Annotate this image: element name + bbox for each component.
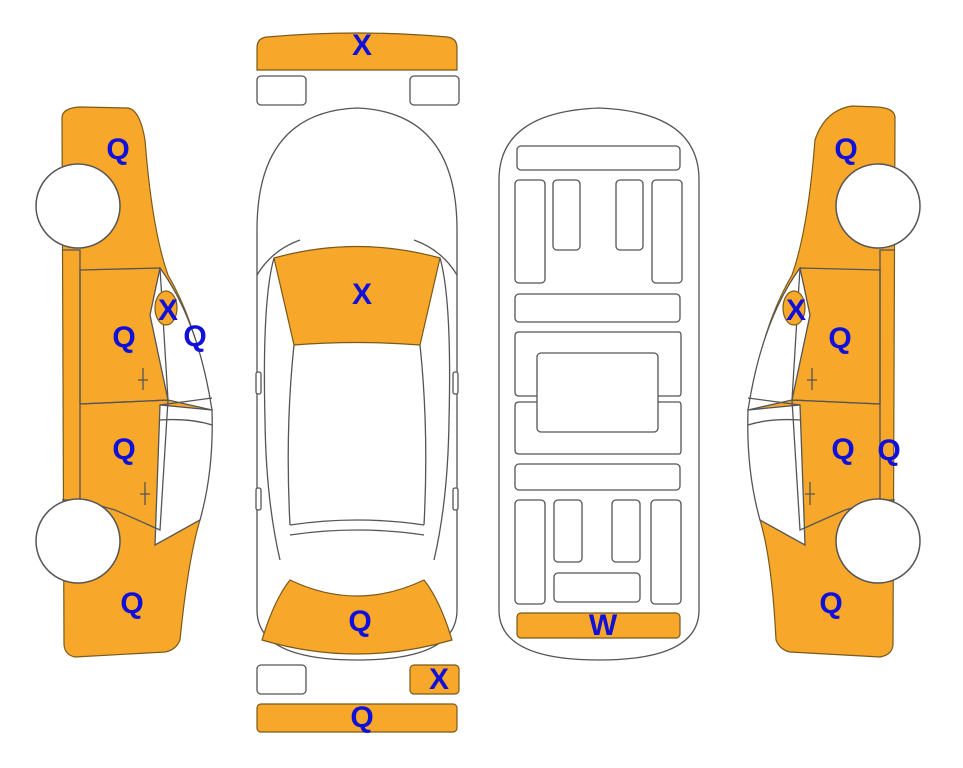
- rear-left-light[interactable]: [256, 664, 307, 695]
- right-front-wheel: [835, 163, 921, 249]
- label-rear-window: Q: [348, 605, 371, 638]
- rear-window-panel[interactable]: [261, 579, 453, 655]
- front-bumper-panel[interactable]: [256, 32, 458, 71]
- left-front-wheel: [35, 163, 121, 249]
- label-left-rear-quarter: Q: [120, 587, 143, 620]
- left-side-view: [35, 106, 213, 658]
- rear-bumper-panel[interactable]: [256, 703, 458, 733]
- label-hood: X: [352, 278, 372, 311]
- left-rear-wheel: [35, 498, 121, 584]
- floor-rear-panel[interactable]: [516, 612, 681, 639]
- label-right-front-door: Q: [828, 322, 851, 355]
- floor-view: [498, 107, 700, 661]
- floor-outline: [498, 107, 700, 661]
- label-right-rear-quarter: Q: [819, 587, 842, 620]
- label-left-a-pillar: X: [158, 294, 178, 327]
- label-rear-bumper: Q: [350, 701, 373, 734]
- left-a-pillar-panel[interactable]: [154, 290, 178, 326]
- rear-right-light-panel[interactable]: [409, 664, 460, 695]
- label-right-a-pillar: X: [786, 294, 806, 327]
- label-right-roof-rail: Q: [877, 434, 900, 467]
- label-right-rear-door: Q: [831, 433, 854, 466]
- damage-labels: X X Q X Q W Q X Q Q Q Q Q X Q Q Q Q: [106, 29, 900, 734]
- top-view: [255, 32, 460, 733]
- label-left-roof-rail: Q: [183, 320, 206, 353]
- right-a-pillar-panel[interactable]: [782, 290, 806, 326]
- label-left-rear-door: Q: [112, 433, 135, 466]
- top-body-outline: [256, 107, 458, 661]
- label-floor-rear: W: [589, 609, 618, 642]
- label-right-front-fender: Q: [834, 133, 857, 166]
- front-left-light[interactable]: [256, 75, 307, 106]
- front-right-light[interactable]: [409, 75, 460, 106]
- right-rear-wheel: [835, 498, 921, 584]
- label-left-front-door: Q: [112, 321, 135, 354]
- label-rear-small-panel: X: [429, 663, 449, 696]
- label-front-bumper: X: [352, 29, 372, 62]
- right-side-view: [747, 105, 921, 658]
- label-left-front-fender: Q: [106, 133, 129, 166]
